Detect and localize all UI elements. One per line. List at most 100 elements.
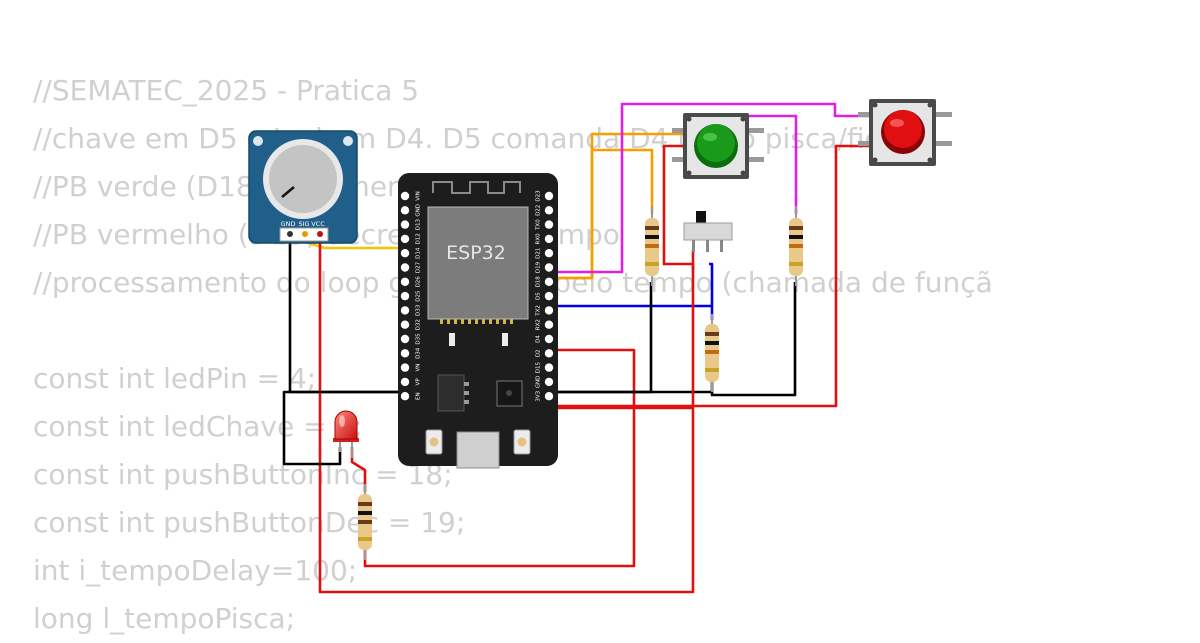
pin-d26[interactable] (400, 277, 410, 286)
pin-label-vp: VP (416, 378, 422, 386)
pin-d23[interactable] (544, 191, 554, 201)
pin-d12[interactable] (400, 234, 410, 244)
pin-label-d19: D19 (536, 261, 542, 273)
en-button[interactable] (425, 429, 443, 455)
pin-d34[interactable] (400, 349, 410, 358)
pin-d35[interactable] (400, 334, 410, 344)
pin-rx2[interactable] (544, 320, 554, 329)
pin-rx0[interactable] (544, 234, 554, 244)
esp32-label: ESP32 (446, 242, 506, 264)
pin-tx2[interactable] (544, 306, 554, 315)
pot-pin-labels: GND SIG VCC (281, 220, 326, 228)
pin-label-d5: D5 (536, 292, 542, 300)
wire-d18-resistor (549, 148, 654, 280)
pin-gnd[interactable] (400, 206, 410, 215)
code-line: const int pushButtonDec = 19; (33, 506, 466, 539)
pin-label-d13: D13 (416, 218, 422, 230)
pin-label-vin: VIN (416, 191, 422, 201)
resistors (358, 206, 803, 560)
boot-button[interactable] (513, 429, 531, 455)
code-line: int i_tempoDelay=100; (33, 554, 358, 587)
potentiometer[interactable]: GND SIG VCC (248, 130, 358, 244)
slide-switch[interactable] (683, 211, 733, 252)
pin-d2[interactable] (544, 349, 554, 358)
pin-d4[interactable] (544, 334, 554, 344)
resistor-d5 (705, 314, 719, 392)
pin-label-gnd: GND (536, 376, 542, 389)
pin-label-d25: D25 (416, 290, 422, 302)
circuit-diagram: GND SIG VCC ESP32 EN (248, 99, 952, 594)
wire-d19-magenta (549, 102, 872, 274)
wire-d5-blue (549, 262, 714, 308)
pin-vp[interactable] (400, 377, 410, 387)
usb-chip (496, 380, 523, 407)
wire-led-anode-to-resistor (350, 447, 367, 492)
wire-gnd-to-led (282, 390, 405, 466)
pin-label-d33: D33 (416, 304, 422, 316)
wire-3v3-green (662, 144, 695, 408)
resistor-led (358, 484, 372, 560)
pin-label-3v3: 3V3 (536, 390, 542, 401)
pin-label-d27: D27 (416, 261, 422, 273)
wire-gnd-rail (549, 282, 653, 394)
pin-label-vn: VN (416, 364, 422, 372)
resistor-d19 (789, 206, 803, 286)
pin-d13[interactable] (400, 220, 410, 229)
pin-label-en: EN (416, 392, 422, 400)
wire-magenta-resistor (748, 114, 798, 214)
pin-label-d23: D23 (536, 190, 542, 202)
board-pin-labels-left: ENVPVND34D35D32D33D25D26D27D14D12D13GNDV… (416, 191, 422, 400)
pin-d19[interactable] (544, 263, 554, 272)
pin-d14[interactable] (400, 249, 410, 258)
antenna-trace (432, 181, 521, 194)
smd-component-2 (502, 333, 508, 346)
wire-d18-green-button (549, 132, 686, 280)
push-button-green[interactable] (672, 113, 764, 179)
pin-label-d26: D26 (416, 276, 422, 288)
pin-label-d4: D4 (536, 335, 542, 343)
pin-d18[interactable] (544, 277, 554, 286)
pot-pin-sig-label: SIG (298, 220, 309, 228)
pin-d32[interactable] (400, 320, 410, 329)
pin-label-d15: D15 (536, 361, 542, 373)
board-pin-labels-right: D23D22TX0RX0D21D19D18D5TX2RX2D4D2D15GND3… (536, 190, 542, 402)
pot-pin-gnd-label: GND (281, 220, 296, 228)
pin-label-rx2: RX2 (536, 319, 542, 330)
code-line: const int ledPin = 4; (33, 362, 317, 395)
pin-d25[interactable] (400, 291, 410, 301)
push-button-red[interactable] (858, 99, 952, 166)
pin-label-d32: D32 (416, 319, 422, 330)
pin-3v3[interactable] (544, 392, 554, 401)
code-line: //SEMATEC_2025 - Pratica 5 (33, 74, 420, 107)
usb-connector (456, 431, 500, 469)
pin-tx0[interactable] (544, 220, 554, 229)
board-pins-right[interactable] (544, 191, 554, 401)
esp32-board[interactable]: ESP32 ENVPVND34D35D32D33D25D26D27D14D12D… (398, 173, 558, 469)
board-pins-left[interactable] (400, 191, 410, 401)
smd-component-1 (449, 333, 455, 346)
pin-d15[interactable] (544, 363, 554, 372)
pin-vn[interactable] (400, 363, 410, 372)
module-castellations (440, 319, 513, 324)
pin-d5[interactable] (544, 291, 554, 301)
pin-label-d18: D18 (536, 276, 542, 288)
pin-label-d21: D21 (536, 248, 542, 259)
pin-label-d14: D14 (416, 247, 422, 259)
pin-gnd[interactable] (544, 377, 554, 387)
pin-label-d34: D34 (416, 347, 422, 359)
wire-pot-gnd (288, 233, 405, 394)
wire-gnd-rail-right (549, 282, 797, 397)
red-led[interactable] (333, 410, 359, 458)
pin-en[interactable] (400, 392, 410, 401)
pin-d22[interactable] (544, 206, 554, 215)
pin-label-d35: D35 (416, 333, 422, 345)
pin-d27[interactable] (400, 263, 410, 272)
pin-vin[interactable] (400, 191, 410, 201)
pin-label-tx0: TX0 (536, 219, 542, 231)
pin-d33[interactable] (400, 306, 410, 315)
pin-label-d12: D12 (416, 233, 422, 244)
pin-d21[interactable] (544, 249, 554, 258)
voltage-regulator (437, 374, 465, 412)
resistor-d18 (645, 206, 659, 286)
pin-label-d2: D2 (536, 349, 542, 357)
